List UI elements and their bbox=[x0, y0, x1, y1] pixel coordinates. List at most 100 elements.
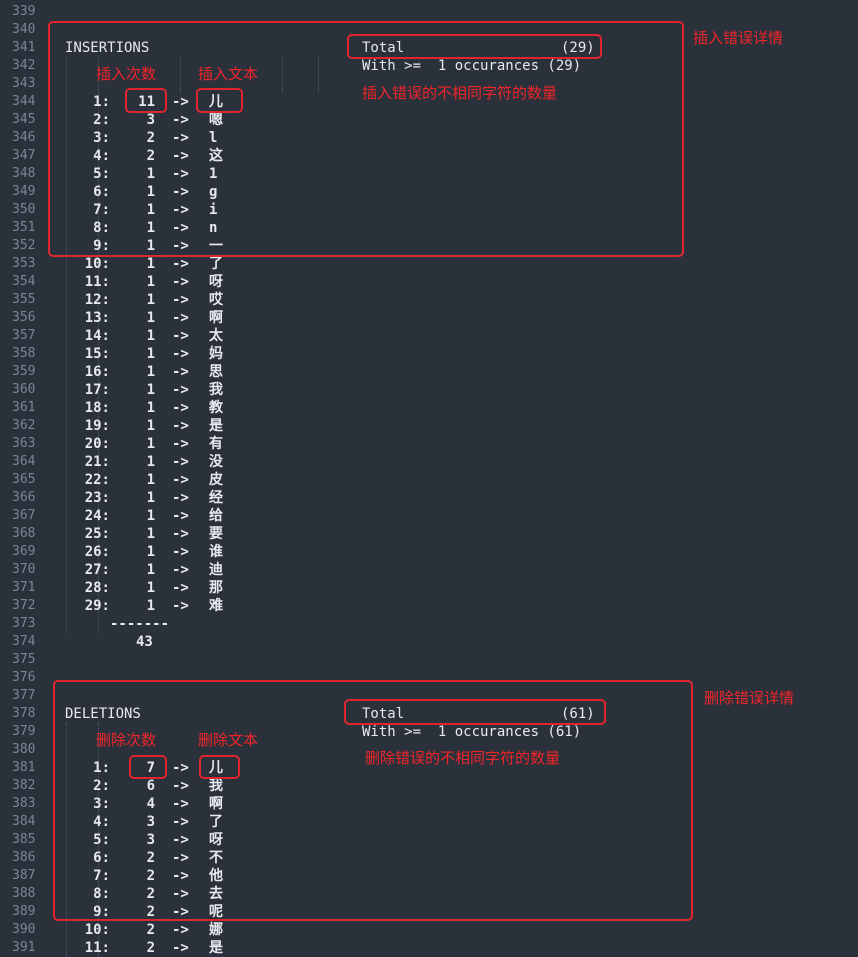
insertions-row-arrow: -> bbox=[172, 256, 189, 272]
insertions-row-arrow: -> bbox=[172, 94, 189, 110]
insertions-row-index: 15: bbox=[84, 346, 110, 362]
line-number: 367 bbox=[12, 508, 36, 523]
insertions-row-count: 1 bbox=[146, 580, 155, 596]
deletions-row-count: 2 bbox=[146, 904, 155, 920]
deletions-row-char: 娜 bbox=[209, 922, 223, 938]
line-number: 351 bbox=[12, 220, 36, 235]
line-number: 372 bbox=[12, 598, 36, 613]
insertions-header: INSERTIONS bbox=[65, 40, 150, 56]
deletions-row-index: 1: bbox=[93, 760, 110, 776]
line-number: 359 bbox=[12, 364, 36, 379]
line-number: 342 bbox=[12, 58, 36, 73]
deletions-row-arrow: -> bbox=[172, 832, 189, 848]
deletions-total-value: (61) bbox=[561, 706, 595, 722]
insertions-row-arrow: -> bbox=[172, 130, 189, 146]
line-number: 366 bbox=[12, 490, 36, 505]
insertions-row-count: 1 bbox=[146, 454, 155, 470]
indent-guide bbox=[180, 57, 181, 93]
insertions-with-line: With >= 1 occurances (29) bbox=[362, 58, 582, 74]
line-number: 352 bbox=[12, 238, 36, 253]
deletions-with-line: With >= 1 occurances (61) bbox=[362, 724, 582, 740]
insertions-row-arrow: -> bbox=[172, 112, 189, 128]
line-number: 347 bbox=[12, 148, 36, 163]
deletions-row-count: 2 bbox=[146, 922, 155, 938]
insertions-row-arrow: -> bbox=[172, 202, 189, 218]
insertions-row-index: 3: bbox=[93, 130, 110, 146]
insertions-row-index: 7: bbox=[93, 202, 110, 218]
deletions-row-arrow: -> bbox=[172, 778, 189, 794]
deletions-row-index: 6: bbox=[93, 850, 110, 866]
line-number-gutter bbox=[0, 0, 46, 957]
deletions-row-char: 他 bbox=[209, 868, 223, 884]
insertions-row-count: 1 bbox=[146, 562, 155, 578]
deletions-row-count: 2 bbox=[146, 868, 155, 884]
line-number: 365 bbox=[12, 472, 36, 487]
insertions-row-char: 没 bbox=[209, 454, 223, 470]
deletions-count-box bbox=[129, 755, 167, 779]
deletions-distinct-annotation: 删除错误的不相同字符的数量 bbox=[365, 749, 561, 767]
deletions-row-arrow: -> bbox=[172, 940, 189, 956]
insertions-row-count: 1 bbox=[146, 598, 155, 614]
insertions-row-arrow: -> bbox=[172, 508, 189, 524]
insertions-row-count: 1 bbox=[146, 166, 155, 182]
insertions-count-box bbox=[125, 88, 167, 113]
deletions-text-annotation: 删除文本 bbox=[198, 731, 259, 749]
deletions-row-arrow: -> bbox=[172, 760, 189, 776]
insertions-text-annotation: 插入文本 bbox=[198, 65, 259, 83]
deletions-row-count: 6 bbox=[146, 778, 155, 794]
insertions-detail-annotation: 插入错误详情 bbox=[693, 29, 784, 47]
line-number: 346 bbox=[12, 130, 36, 145]
insertions-distinct-annotation: 插入错误的不相同字符的数量 bbox=[362, 84, 558, 102]
insertions-row-count: 1 bbox=[146, 184, 155, 200]
line-number: 374 bbox=[12, 634, 36, 649]
insertions-row-count: 2 bbox=[146, 130, 155, 146]
insertions-row-arrow: -> bbox=[172, 310, 189, 326]
insertions-row-count: 1 bbox=[146, 382, 155, 398]
deletions-row-count: 2 bbox=[146, 886, 155, 902]
insertions-row-arrow: -> bbox=[172, 526, 189, 542]
deletions-row-char: 呢 bbox=[209, 904, 223, 920]
insertions-total-box bbox=[347, 34, 602, 59]
insertions-row-index: 20: bbox=[84, 436, 110, 452]
line-number: 339 bbox=[12, 4, 36, 19]
line-number: 361 bbox=[12, 400, 36, 415]
insertions-row-char: i bbox=[209, 202, 218, 218]
insertions-row-index: 17: bbox=[84, 382, 110, 398]
insertions-row-count: 1 bbox=[146, 256, 155, 272]
insertions-row-char: 要 bbox=[209, 526, 223, 542]
insertions-row-char: 那 bbox=[209, 580, 223, 596]
line-number: 379 bbox=[12, 724, 36, 739]
deletions-row-arrow: -> bbox=[172, 868, 189, 884]
line-number: 362 bbox=[12, 418, 36, 433]
insertions-row-char: 呀 bbox=[209, 274, 223, 290]
line-number: 364 bbox=[12, 454, 36, 469]
line-number: 380 bbox=[12, 742, 36, 757]
line-number: 340 bbox=[12, 22, 36, 37]
deletions-header: DELETIONS bbox=[65, 706, 141, 722]
insertions-row-arrow: -> bbox=[172, 292, 189, 308]
insertions-row-count: 1 bbox=[146, 292, 155, 308]
insertions-separator: ------- bbox=[110, 616, 170, 632]
insertions-row-char: 哎 bbox=[209, 292, 223, 308]
insertions-row-index: 8: bbox=[93, 220, 110, 236]
insertions-row-arrow: -> bbox=[172, 220, 189, 236]
insertions-row-count: 1 bbox=[146, 202, 155, 218]
indent-guide bbox=[98, 723, 99, 957]
insertions-row-char: 太 bbox=[209, 328, 223, 344]
line-number: 385 bbox=[12, 832, 36, 847]
insertions-row-char: 皮 bbox=[209, 472, 223, 488]
line-number: 388 bbox=[12, 886, 36, 901]
insertions-row-count: 3 bbox=[146, 112, 155, 128]
deletions-row-char: 啊 bbox=[209, 796, 223, 812]
deletions-row-count: 3 bbox=[146, 814, 155, 830]
insertions-row-char: 妈 bbox=[209, 346, 223, 362]
line-number: 378 bbox=[12, 706, 36, 721]
insertions-row-index: 6: bbox=[93, 184, 110, 200]
line-number: 354 bbox=[12, 274, 36, 289]
insertions-row-char: 经 bbox=[209, 490, 223, 506]
line-number: 369 bbox=[12, 544, 36, 559]
insertions-row-char: 儿 bbox=[209, 94, 223, 110]
insertions-row-char: 一 bbox=[209, 238, 223, 254]
insertions-row-index: 27: bbox=[84, 562, 110, 578]
line-number: 357 bbox=[12, 328, 36, 343]
